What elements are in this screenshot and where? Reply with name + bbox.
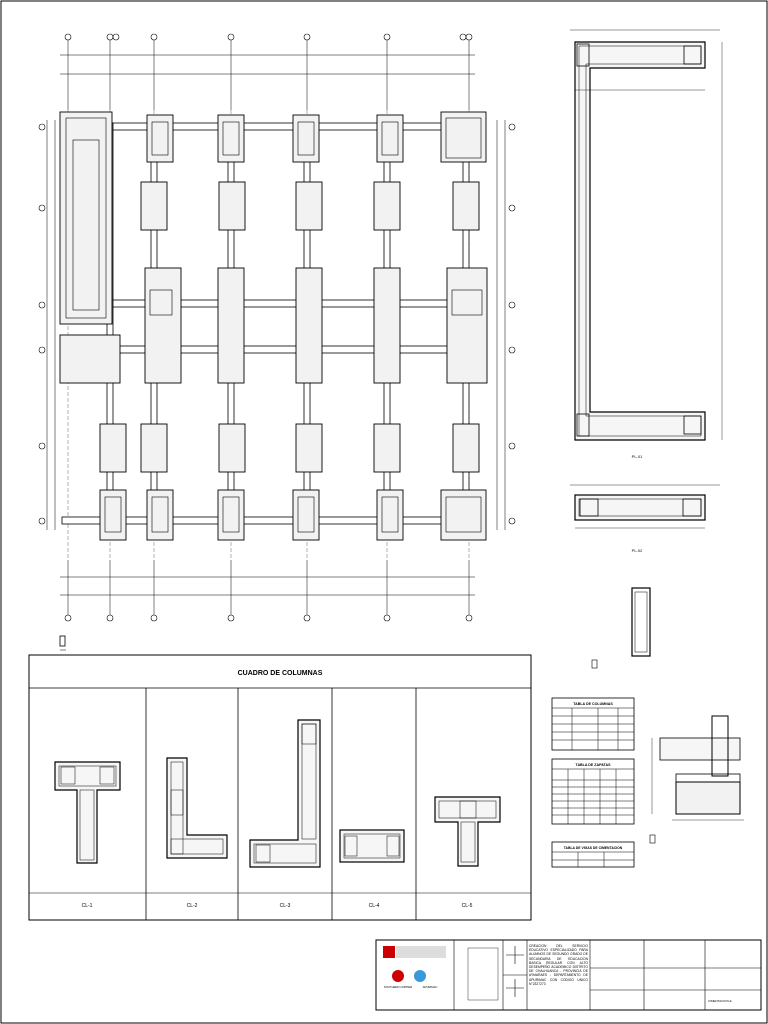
region-name: APURIMAC [423, 985, 438, 989]
column-label-cl1: CL-1 [82, 903, 93, 909]
table-columnas-title: TABLA DE COLUMNAS [573, 702, 613, 706]
footing-section-detail [649, 715, 744, 844]
project-description: CREACION DEL SERVICIO EDUCATIVO ESPECIAL… [529, 944, 588, 986]
table-zapatas-title: TABLA DE ZAPATAS [576, 763, 612, 767]
column-label-cl5: CL-5 [462, 903, 473, 909]
small-column-detail [591, 587, 651, 669]
columns-schedule [28, 654, 532, 921]
columns-schedule-title: CUADRO DE COLUMNAS [238, 670, 323, 677]
foundation-plan [38, 33, 516, 651]
plate-pl-01 [570, 29, 723, 441]
title-block [375, 939, 762, 1011]
company-name: SOUTHERN COPPER [384, 985, 412, 989]
column-label-cl4: CL-4 [369, 903, 380, 909]
plate-pl-02 [570, 484, 720, 529]
plate-label-pl01: PL-01 [632, 454, 643, 459]
sheet-name: CIMENTACION E [708, 999, 732, 1003]
plate-label-pl02: PL-02 [632, 548, 643, 553]
column-label-cl2: CL-2 [187, 903, 198, 909]
table-vigas-title: TABLA DE VIGAS DE CIMENTACION [564, 846, 623, 850]
tables-area [551, 697, 635, 868]
column-label-cl3: CL-3 [280, 903, 291, 909]
